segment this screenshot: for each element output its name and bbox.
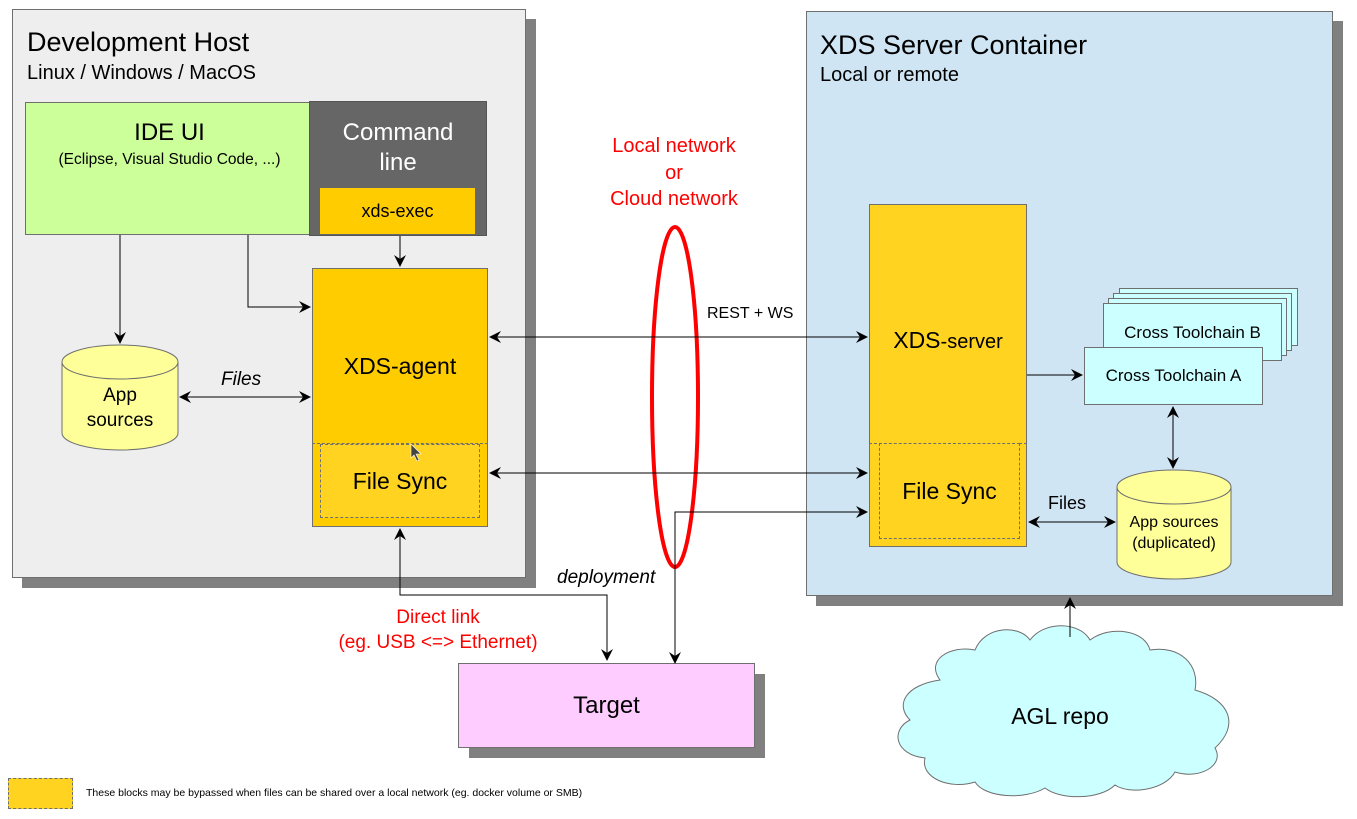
network-boundary-ellipse [650, 225, 700, 569]
toolchain-a-block[interactable]: Cross Toolchain A [1084, 347, 1263, 405]
direct-link-label: Direct link (eg. USB <=> Ethernet) [338, 607, 538, 653]
xds-exec-block[interactable]: xds-exec [320, 188, 475, 234]
server-container-subtitle: Local or remote [820, 64, 959, 86]
server-file-sync-label: File Sync [902, 477, 997, 504]
xds-server-label: XDS-server [893, 327, 1003, 353]
xds-agent-label: XDS-agent [343, 353, 457, 379]
files-label-server: Files [1048, 493, 1087, 513]
server-container-title: XDS Server Container [820, 30, 1088, 60]
target-label: Target [573, 691, 640, 719]
agent-file-sync-label: File Sync [352, 467, 448, 494]
target-block[interactable]: Target [458, 663, 755, 748]
network-label: Local network or Cloud network [610, 135, 738, 210]
dev-host-title: Development Host [27, 27, 250, 57]
legend-text: These blocks may be bypassed when files … [86, 787, 583, 799]
ide-ui-title: IDE UI [134, 119, 205, 146]
rest-ws-label: REST + WS [707, 305, 794, 322]
files-label-dev: Files [221, 369, 262, 390]
ide-ui-subtitle: (Eclipse, Visual Studio Code, ...) [58, 151, 281, 168]
dev-host-subtitle: Linux / Windows / MacOS [27, 62, 256, 84]
agent-file-sync-block[interactable]: File Sync [320, 444, 480, 518]
app-sources-label: App sources [86, 385, 154, 431]
legend-swatch [8, 778, 73, 809]
ide-ui-block[interactable]: IDE UI (Eclipse, Visual Studio Code, ...… [25, 102, 314, 235]
mouse-cursor-icon [410, 443, 422, 462]
deployment-label: deployment [557, 567, 656, 588]
command-line-title: Command line [342, 119, 454, 176]
agl-repo-label: AGL repo [1011, 703, 1109, 729]
server-file-sync-block[interactable]: File Sync [879, 443, 1020, 539]
app-sources-duplicated-label: App sources (duplicated) [1129, 514, 1219, 552]
toolchain-a-label: Cross Toolchain A [1105, 366, 1242, 385]
xds-exec-label: xds-exec [361, 200, 434, 221]
toolchain-b-label: Cross Toolchain B [1124, 323, 1261, 342]
